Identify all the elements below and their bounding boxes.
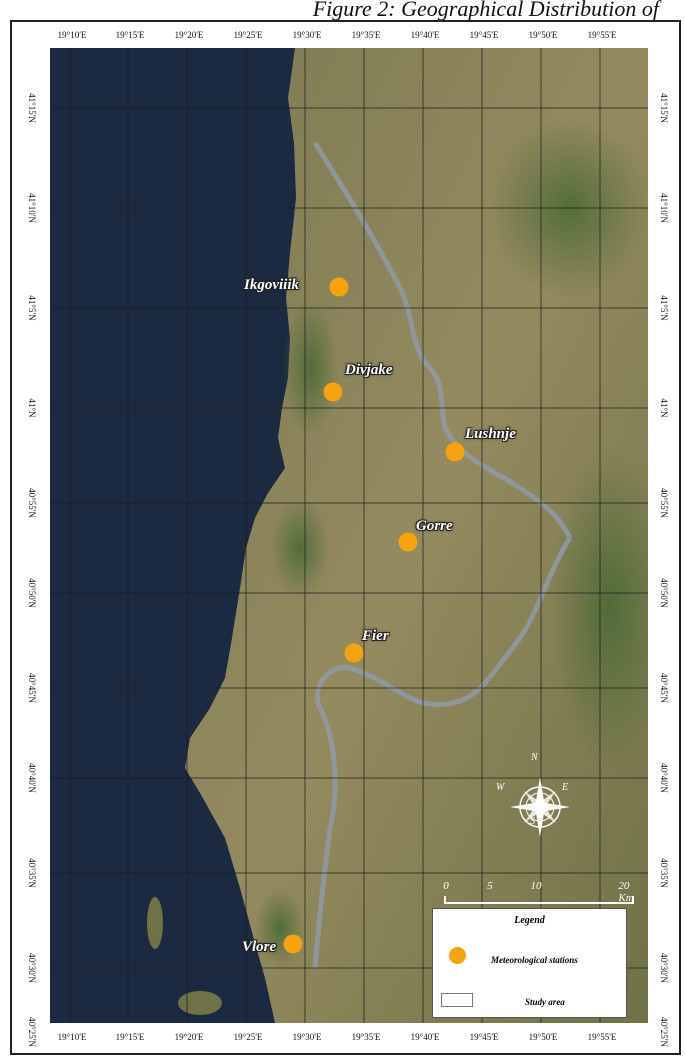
- bottom-tick-label: 19°35'E: [351, 1032, 381, 1042]
- right-tick-label: 41°N: [659, 398, 669, 418]
- map-image: [50, 48, 648, 1023]
- top-tick-label: 19°40'E: [410, 30, 440, 40]
- caption-text: Figure 2: Geographical Distribution of: [312, 0, 659, 21]
- right-tick-label: 40°50'N: [659, 578, 669, 608]
- bottom-tick-label: 19°40'E: [410, 1032, 440, 1042]
- top-tick-label: 19°35'E: [351, 30, 381, 40]
- left-tick-label: 40°35'N: [27, 858, 37, 888]
- station-marker: [398, 532, 418, 552]
- station-label: Divjake: [345, 362, 393, 378]
- left-tick-label: 41°5'N: [27, 295, 37, 321]
- scale-label-10: 10: [530, 880, 542, 892]
- left-tick-label: 41°N: [27, 398, 37, 418]
- figure-caption: Figure 2: Geographical Distribution of: [0, 0, 685, 22]
- scale-label-0: 0: [443, 880, 449, 892]
- bottom-tick-label: 19°10'E: [57, 1032, 87, 1042]
- compass-s: S: [530, 816, 535, 827]
- station-marker: [283, 934, 303, 954]
- top-tick-label: 19°55'E: [587, 30, 617, 40]
- left-tick-label: 40°40'N: [27, 763, 37, 793]
- bottom-tick-label: 19°20'E: [174, 1032, 204, 1042]
- right-tick-label: 40°25'N: [659, 1017, 669, 1047]
- station-marker: [323, 382, 343, 402]
- station-label: Lushnje: [465, 426, 516, 442]
- map-frame: 19°10'E 19°15'E 19°20'E 19°25'E 19°30'E 19°35…: [10, 20, 681, 1055]
- legend-box: Legend Meteorological stations Study are…: [432, 908, 627, 1018]
- left-tick-label: 40°50'N: [27, 578, 37, 608]
- legend-title: Legend: [514, 915, 545, 926]
- top-tick-label: 19°25'E: [233, 30, 263, 40]
- right-tick-label: 41°15'N: [659, 93, 669, 123]
- bottom-tick-label: 19°45'E: [469, 1032, 499, 1042]
- compass-w: W: [496, 782, 505, 793]
- bottom-tick-label: 19°50'E: [528, 1032, 558, 1042]
- top-tick-label: 19°45'E: [469, 30, 499, 40]
- land-area: [185, 48, 648, 1023]
- scale-label-20: 20 Km: [618, 880, 634, 904]
- legend-station-symbol: [449, 947, 466, 964]
- top-tick-label: 19°50'E: [528, 30, 558, 40]
- right-tick-label: 40°45'N: [659, 673, 669, 703]
- right-tick-label: 40°35'N: [659, 858, 669, 888]
- compass-n: N: [531, 752, 538, 763]
- left-tick-label: 41°10'N: [27, 193, 37, 223]
- scale-bar-line: [444, 896, 634, 904]
- bottom-tick-label: 19°30'E: [292, 1032, 322, 1042]
- top-tick-label: 19°10'E: [57, 30, 87, 40]
- river-south: [312, 536, 573, 969]
- top-tick-label: 19°30'E: [292, 30, 322, 40]
- bottom-tick-label: 19°55'E: [587, 1032, 617, 1042]
- station-marker: [329, 277, 349, 297]
- river-north: [312, 141, 573, 540]
- right-tick-label: 41°5'N: [659, 295, 669, 321]
- left-tick-label: 40°55'N: [27, 488, 37, 518]
- bottom-tick-label: 19°15'E: [115, 1032, 145, 1042]
- top-tick-label: 19°20'E: [174, 30, 204, 40]
- graticule: [50, 48, 648, 1023]
- station-label: Ikgoviiik: [244, 277, 299, 293]
- scale-bar: 0 5 10 20 Km: [443, 880, 636, 906]
- right-tick-label: 40°40'N: [659, 763, 669, 793]
- compass-rose: [510, 777, 570, 837]
- station-label: Gorre: [416, 518, 453, 534]
- legend-area-label: Study area: [525, 997, 565, 1007]
- right-tick-label: 40°30'N: [659, 953, 669, 983]
- top-tick-label: 19°15'E: [115, 30, 145, 40]
- scale-label-5: 5: [487, 880, 493, 892]
- legend-area-symbol: [441, 993, 473, 1007]
- right-tick-label: 41°10'N: [659, 193, 669, 223]
- left-tick-label: 41°15'N: [27, 93, 37, 123]
- legend-station-label: Meteorological stations: [491, 955, 578, 965]
- station-marker: [344, 643, 364, 663]
- compass-e: E: [562, 782, 569, 793]
- station-label: Vlore: [242, 939, 277, 955]
- left-tick-label: 40°45'N: [27, 673, 37, 703]
- station-marker: [445, 442, 465, 462]
- bottom-tick-label: 19°25'E: [233, 1032, 263, 1042]
- left-tick-label: 40°25'N: [27, 1017, 37, 1047]
- left-tick-label: 40°30'N: [27, 953, 37, 983]
- satellite-map: [50, 48, 648, 1023]
- right-tick-label: 40°55'N: [659, 488, 669, 518]
- station-label: Fier: [362, 628, 389, 644]
